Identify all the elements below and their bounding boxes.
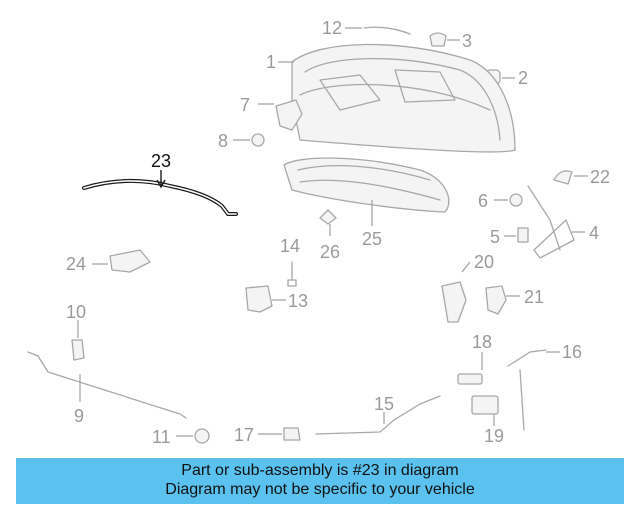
part-6-nut: 6 — [478, 191, 523, 211]
callout-13: 13 — [288, 291, 308, 311]
part-21-bracket: 21 — [485, 285, 544, 315]
part-23-seal: 23 — [82, 151, 238, 216]
callout-11: 11 — [152, 427, 171, 447]
part-25-insulator: 25 — [283, 157, 450, 249]
part-16-rod: 16 — [507, 342, 582, 431]
callout-10: 10 — [66, 302, 86, 322]
part-17-bumper: 17 — [234, 425, 301, 445]
part-20-bracket: 20 — [441, 252, 494, 323]
callout-12: 12 — [322, 18, 342, 38]
part-3-clip: 3 — [429, 31, 472, 51]
callout-9: 9 — [74, 406, 84, 426]
part-8-bolt: 8 — [218, 131, 265, 151]
callout-18: 18 — [472, 332, 492, 352]
callout-1: 1 — [266, 52, 276, 72]
part-10-clip: 10 — [66, 302, 86, 361]
part-24-bracket: 24 — [66, 249, 151, 274]
part-12-strip: 12 — [322, 18, 411, 38]
banner-line-1: Part or sub-assembly is #23 in diagram — [181, 462, 459, 479]
part-4-hinge: 4 — [527, 185, 599, 259]
part-11-grommet: 11 — [152, 427, 210, 447]
part-18-handle: 18 — [457, 332, 492, 385]
banner-line-2: Diagram may not be specific to your vehi… — [165, 481, 475, 498]
callout-6: 6 — [478, 191, 488, 211]
callout-25: 25 — [362, 229, 382, 249]
part-13-latch: 13 — [245, 285, 308, 313]
callout-26: 26 — [320, 242, 340, 262]
callout-7: 7 — [240, 95, 250, 115]
callout-5: 5 — [490, 227, 500, 247]
part-1-hood: 1 — [266, 43, 516, 153]
callout-19: 19 — [484, 426, 504, 446]
callout-24: 24 — [66, 254, 86, 274]
callout-3: 3 — [462, 31, 472, 51]
callout-21: 21 — [524, 287, 544, 307]
callout-16: 16 — [562, 342, 582, 362]
callout-22: 22 — [590, 167, 610, 187]
callout-23: 23 — [151, 151, 171, 171]
parts-diagram: 12 3 2 1 7 8 22 2 — [27, 18, 610, 447]
callout-2: 2 — [518, 68, 528, 88]
part-15-cable: 15 — [315, 394, 441, 435]
part-7-bracket: 7 — [240, 95, 303, 131]
part-19-handle: 19 — [471, 395, 504, 446]
callout-8: 8 — [218, 131, 228, 151]
info-banner: Part or sub-assembly is #23 in diagram D… — [16, 458, 624, 504]
part-5-bolt: 5 — [490, 227, 529, 247]
callout-17: 17 — [234, 425, 254, 445]
part-22-clip: 22 — [553, 167, 610, 187]
callout-4: 4 — [589, 223, 599, 243]
callout-14: 14 — [280, 236, 300, 256]
callout-15: 15 — [374, 394, 394, 414]
callout-20: 20 — [474, 252, 494, 272]
part-26-clip: 26 — [319, 209, 340, 262]
part-14-bolt: 14 — [280, 236, 300, 287]
part-9-prop-rod: 9 — [27, 351, 187, 426]
